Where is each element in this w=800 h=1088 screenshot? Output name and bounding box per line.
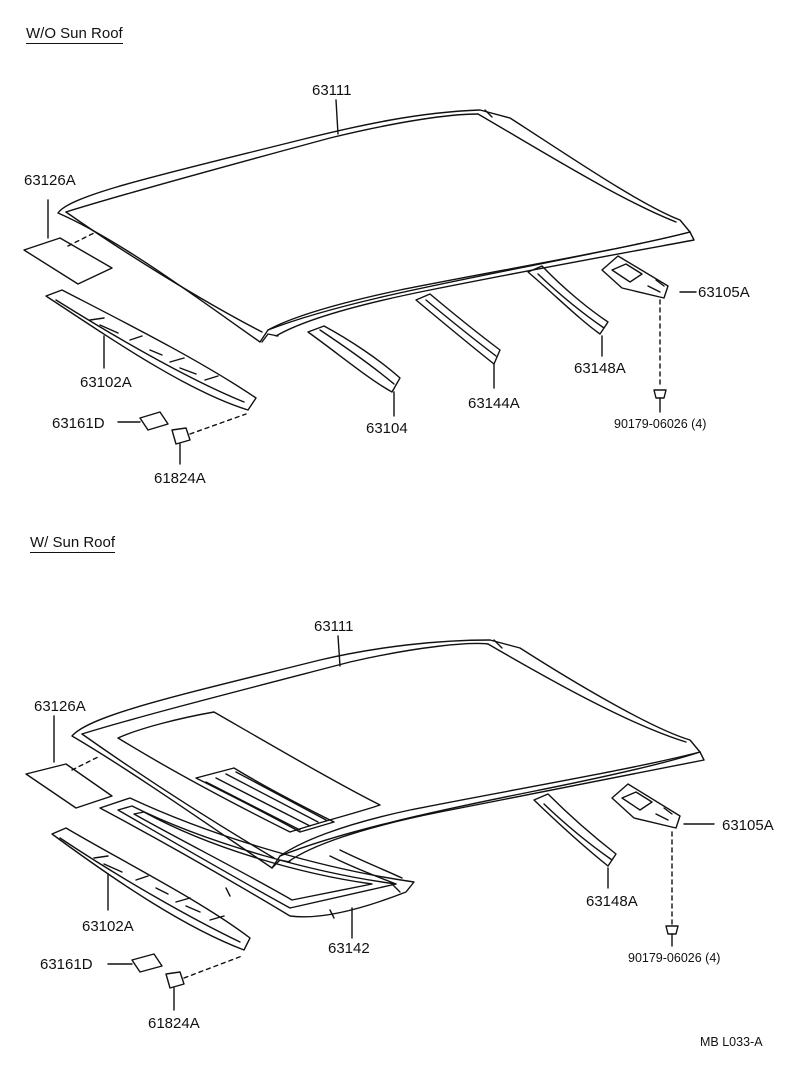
roof-reinforcement-63148A-top xyxy=(528,266,608,356)
clip-bottom xyxy=(166,956,242,1010)
label-reinforcement-63104: 63104 xyxy=(366,420,408,437)
label-roof-panel-bottom: 63111 xyxy=(314,618,354,635)
label-roof-panel-top: 63111 xyxy=(312,82,352,99)
label-rear-bracket-bottom: 63105A xyxy=(722,817,774,834)
label-cushion-top: 63161D xyxy=(52,415,105,432)
front-pad-top xyxy=(24,200,112,284)
front-header-panel-top xyxy=(46,290,256,410)
section-header-without-sunroof: W/O Sun Roof xyxy=(26,25,123,44)
footer-figure-code: MB L033-A xyxy=(700,1035,763,1049)
label-front-header-bottom: 63102A xyxy=(82,918,134,935)
cushion-bottom xyxy=(108,954,162,972)
rear-bracket-bottom xyxy=(612,784,714,924)
label-cushion-bottom: 63161D xyxy=(40,956,93,973)
label-sunroof-reinforcement: 63142 xyxy=(328,940,370,957)
roof-panel-bottom xyxy=(72,640,704,868)
label-reinforcement-63148A-top: 63148A xyxy=(574,360,626,377)
label-screw-bottom: 90179-06026 (4) xyxy=(628,951,721,965)
label-clip-top: 61824A xyxy=(154,470,206,487)
screw-bottom xyxy=(666,926,678,946)
label-rear-bracket-top: 63105A xyxy=(698,284,750,301)
label-front-pad-bottom: 63126A xyxy=(34,698,86,715)
label-front-header-top: 63102A xyxy=(80,374,132,391)
leader-roof-bottom xyxy=(337,635,341,667)
label-clip-bottom: 61824A xyxy=(148,1015,200,1032)
leader-roof-top xyxy=(335,99,339,135)
roof-reinforcement-63144A xyxy=(416,294,500,388)
label-front-pad-top: 63126A xyxy=(24,172,76,189)
label-screw-top: 90179-06026 (4) xyxy=(614,417,707,431)
label-reinforcement-63144A: 63144A xyxy=(468,395,520,412)
front-pad-bottom xyxy=(26,716,112,808)
clip-top xyxy=(172,414,246,464)
cushion-top xyxy=(118,412,168,430)
roof-reinforcement-63104 xyxy=(308,326,400,416)
roof-panel-top xyxy=(58,110,694,342)
rear-bracket-top xyxy=(602,256,696,388)
roof-reinforcement-63148A-bottom xyxy=(534,794,616,888)
sunroof-reinforcement-frame xyxy=(100,798,414,938)
section-header-with-sunroof: W/ Sun Roof xyxy=(30,534,116,553)
front-header-panel-bottom xyxy=(52,828,250,950)
screw-top xyxy=(654,390,666,412)
label-reinforcement-63148A-bottom: 63148A xyxy=(586,893,638,910)
